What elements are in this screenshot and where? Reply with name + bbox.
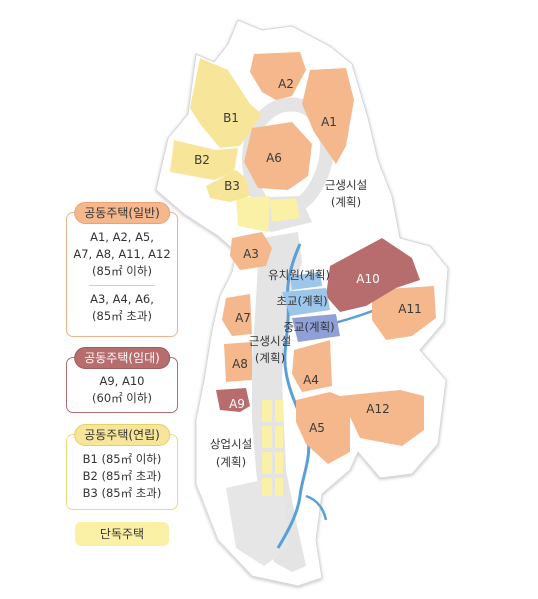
label-elementary: 초교(계획) — [276, 294, 327, 308]
legend-single-house: 단독주택 — [75, 522, 169, 546]
label-commercial: 상업시설 — [210, 437, 252, 451]
block-A9 — [216, 388, 250, 412]
label-neighborhood-mid-plan: (계획) — [255, 351, 285, 365]
label-middle: 중교(계획) — [283, 320, 334, 334]
block-A3 — [230, 232, 272, 270]
legend-row-house-line: B2 (85㎡ 초과) — [82, 469, 162, 483]
elementary-school-site — [282, 288, 330, 316]
legend-rental-line: A9, A10 — [99, 374, 145, 388]
block-A5 — [296, 392, 350, 464]
block-A12 — [340, 390, 424, 446]
label-commercial-plan: (계획) — [216, 455, 246, 469]
label-A2: A2 — [278, 77, 294, 91]
label-A10: A10 — [356, 272, 379, 286]
label-A4: A4 — [303, 373, 319, 387]
legend-rental-line: (60㎡ 이하) — [92, 391, 152, 405]
legend-general-line: A7, A8, A11, A12 — [73, 247, 171, 261]
label-neighborhood-north: 근생시설 — [325, 178, 367, 192]
legend-general-line: (85㎡ 이하) — [92, 264, 152, 278]
block-A2 — [250, 52, 306, 100]
label-A3: A3 — [243, 247, 259, 261]
single-house-zones — [236, 196, 300, 496]
legend-general-line: A3, A4, A6, — [90, 292, 154, 306]
legend-general-line: (85㎡ 초과) — [92, 309, 152, 323]
middle-school-site — [292, 314, 340, 342]
stream-south — [305, 494, 328, 521]
label-B3: B3 — [224, 179, 240, 193]
label-B1: B1 — [223, 111, 239, 125]
label-A5: A5 — [309, 421, 325, 435]
legend-general-line: A1, A2, A5, — [90, 230, 154, 244]
legend-general: 공동주택(일반) A1, A2, A5, A7, A8, A11, A12 (8… — [66, 202, 178, 337]
label-A12: A12 — [366, 402, 389, 416]
label-A6: A6 — [266, 151, 282, 165]
block-A1 — [302, 68, 354, 164]
legend-divider — [89, 285, 155, 286]
legend-row-house-title: 공동주택(연립) — [74, 424, 170, 446]
block-A6 — [244, 122, 312, 190]
legend-row-house-line: B1 (85㎡ 이하) — [82, 452, 162, 466]
block-A8 — [224, 342, 252, 382]
block-B1 — [190, 58, 262, 148]
label-B2: B2 — [194, 153, 210, 167]
legend-rental: 공동주택(임대) A9, A10 (60㎡ 이하) — [66, 347, 178, 413]
label-A8: A8 — [232, 357, 248, 371]
block-A11 — [372, 286, 436, 340]
label-neighborhood-mid: 근생시설 — [249, 334, 291, 348]
legend-row-house-line: B3 (85㎡ 초과) — [82, 486, 162, 500]
road-south — [226, 480, 288, 566]
label-A7: A7 — [235, 311, 251, 325]
block-A10 — [326, 238, 420, 312]
kindergarten-site — [290, 272, 322, 290]
block-B3 — [206, 170, 250, 202]
block-A7 — [222, 294, 252, 336]
legend-rental-title: 공동주택(임대) — [74, 347, 170, 369]
legend-row-house: 공동주택(연립) B1 (85㎡ 이하) B2 (85㎡ 초과) B3 (85㎡… — [66, 424, 178, 510]
label-A9: A9 — [229, 397, 245, 411]
label-A1: A1 — [321, 115, 337, 129]
block-B2 — [170, 140, 238, 180]
label-kindergarten: 유치원(계획) — [268, 268, 330, 282]
legend-general-title: 공동주택(일반) — [74, 202, 170, 224]
label-neighborhood-north-plan: (계획) — [331, 195, 361, 209]
block-A4 — [292, 340, 332, 392]
label-A11: A11 — [398, 302, 421, 316]
